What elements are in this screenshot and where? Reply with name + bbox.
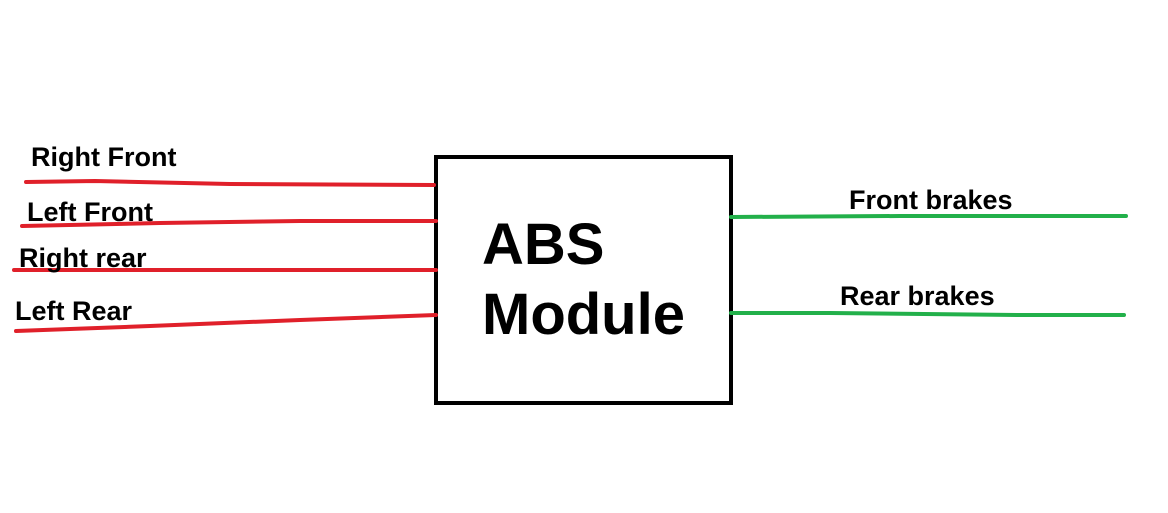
module-title-line1: ABS xyxy=(482,212,604,277)
input-label-left-rear: Left Rear xyxy=(15,296,133,326)
output-line-rear-brakes xyxy=(729,311,1126,317)
module-title-line2: Module xyxy=(482,282,685,347)
output-line-front-brakes xyxy=(729,214,1128,219)
output-label-front-brakes: Front brakes xyxy=(849,185,1013,215)
input-label-right-front: Right Front xyxy=(31,142,176,172)
abs-module-box xyxy=(434,155,733,405)
input-label-right-rear: Right rear xyxy=(19,243,147,273)
input-label-left-front: Left Front xyxy=(27,197,153,227)
output-label-rear-brakes: Rear brakes xyxy=(840,281,995,311)
input-line-left-front xyxy=(20,219,438,228)
input-line-right-front xyxy=(24,178,436,187)
input-line-left-rear xyxy=(14,313,438,333)
